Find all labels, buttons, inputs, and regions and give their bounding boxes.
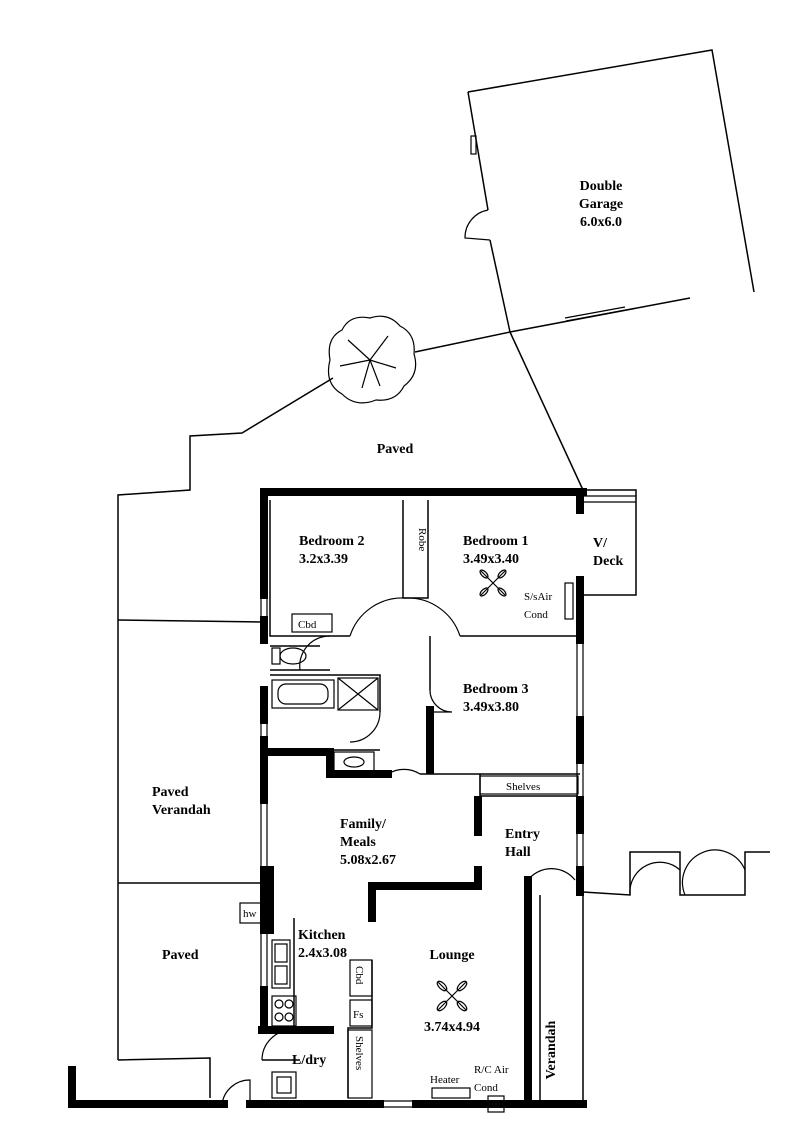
kitchen-sink-icon: [271, 939, 291, 989]
laundry-label: L/dry: [292, 1053, 326, 1068]
family-dims: 5.08x2.67: [340, 853, 396, 868]
tree-icon: [327, 315, 417, 404]
hot-water-unit: [239, 902, 263, 924]
basin-icon: [333, 751, 375, 773]
lounge-dims: 3.74x4.94: [424, 1020, 480, 1035]
rc-air-unit: [487, 1095, 505, 1113]
hall-shelves: [479, 775, 579, 795]
door-bedroom3: [429, 689, 453, 713]
bedroom1-label: Bedroom 1: [463, 534, 528, 549]
doors: [221, 597, 576, 1105]
bedroom2-dims: 3.2x3.39: [299, 552, 348, 567]
ceiling-fan-icon: [479, 569, 507, 597]
bedroom2-label: Bedroom 2: [299, 534, 364, 549]
garage-dims: 6.0x6.0: [580, 215, 622, 230]
boundary-lines: [117, 331, 770, 1098]
garage-door: [564, 306, 627, 322]
paved-verandah-label-2: Verandah: [152, 803, 211, 818]
family-label-2: Meals: [340, 835, 376, 850]
heater-label: Heater: [430, 1074, 460, 1086]
ss-air-label-2: Cond: [524, 609, 548, 621]
v-deck: [580, 489, 637, 596]
laundry-shelves: [347, 1029, 373, 1099]
hall-shelves-label: Shelves: [506, 781, 540, 793]
heater-unit: [431, 1087, 471, 1099]
door-hall: [387, 768, 421, 775]
washing-machine-icon: [271, 1071, 297, 1099]
toilet-icon: [271, 647, 307, 665]
family-label-1: Family/: [340, 817, 387, 832]
bathtub-icon: [271, 679, 335, 709]
laundry-shelves-label: Shelves: [353, 1036, 365, 1070]
stove-icon: [271, 995, 297, 1027]
fridge-space: [349, 999, 373, 1027]
vdeck-label-1: V/: [593, 536, 608, 551]
door-laundry: [261, 1029, 293, 1061]
kitchen-dims: 2.4x3.08: [298, 946, 347, 961]
vdeck-label-2: Deck: [593, 554, 624, 569]
rc-air-label-1: R/C Air: [474, 1064, 509, 1076]
verandah-label: Verandah: [544, 1020, 559, 1079]
door-entry: [527, 868, 576, 881]
windows: [260, 595, 584, 1108]
entry-label-2: Hall: [505, 845, 531, 860]
ceiling-fan-icon: [436, 980, 468, 1012]
fs-label: Fs: [353, 1009, 363, 1021]
garage-label-1: Double: [580, 179, 623, 194]
paved-top-label: Paved: [377, 442, 414, 457]
shower-icon: [337, 677, 379, 711]
door-laundry-outside: [221, 1079, 251, 1105]
door-bedroom1: [404, 597, 461, 637]
hw-label: hw: [243, 908, 257, 920]
robe-label: Robe: [416, 528, 428, 551]
fixtures: [239, 582, 579, 1113]
door-bedroom2: [349, 597, 406, 637]
lounge-label: Lounge: [429, 948, 474, 963]
ss-air-unit: [564, 582, 574, 620]
bedroom3-label: Bedroom 3: [463, 682, 528, 697]
lounge-window: [524, 959, 532, 1051]
kitchen-cupboard: [349, 959, 373, 997]
garage-window: [470, 135, 477, 155]
door-toilet: [299, 635, 331, 671]
garage-door-swing: [464, 209, 491, 241]
ss-air-label-1: S/sAir: [524, 591, 552, 603]
garage-label-2: Garage: [579, 197, 623, 212]
bedroom3-dims: 3.49x3.80: [463, 700, 519, 715]
entry-label-1: Entry: [505, 827, 540, 842]
door-bath: [349, 711, 381, 743]
paved-verandah-label-1: Paved: [152, 785, 189, 800]
cbd-bath-label: Cbd: [298, 619, 317, 631]
room-labels: Double Garage 6.0x6.0 Paved Bedroom 2 3.…: [152, 179, 624, 1094]
cbd-kitchen-label: Cbd: [353, 966, 365, 985]
kitchen-label: Kitchen: [298, 928, 346, 943]
paved-side-label: Paved: [162, 948, 199, 963]
bedroom1-dims: 3.49x3.40: [463, 552, 519, 567]
outer-walls: [68, 488, 587, 1108]
rc-air-label-2: Cond: [474, 1082, 498, 1094]
bath-cupboard: [291, 613, 333, 633]
